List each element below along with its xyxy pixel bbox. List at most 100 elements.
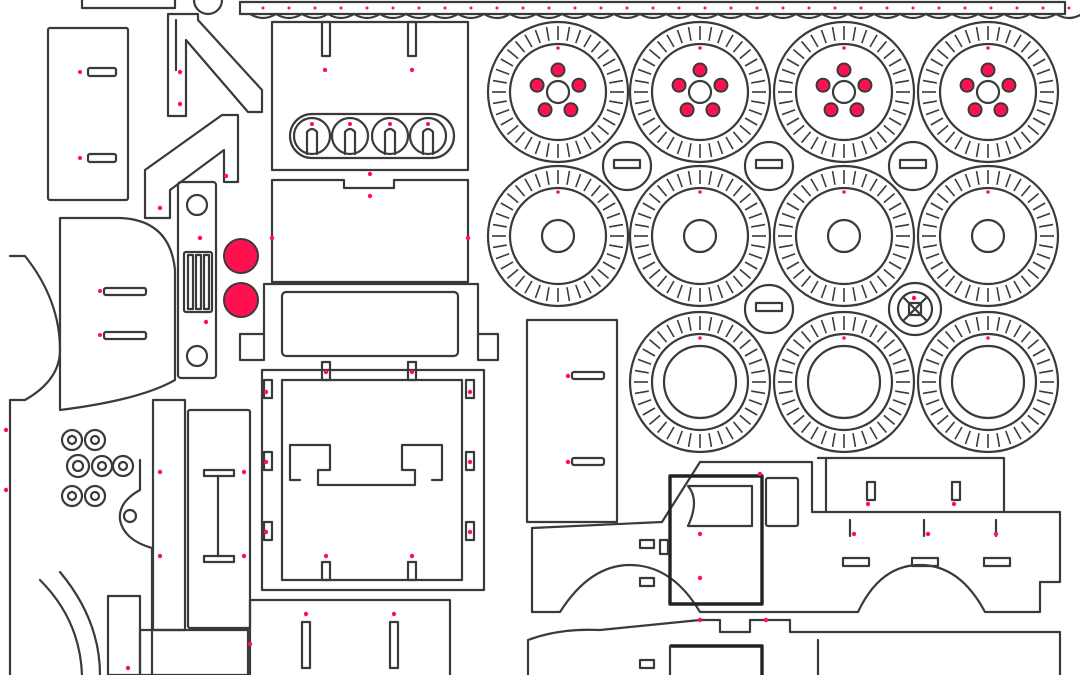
gear-wheel bbox=[628, 164, 772, 308]
left-arc-piece bbox=[8, 254, 102, 675]
truck-cab-side-upper bbox=[530, 456, 1062, 614]
engrave-dot bbox=[697, 575, 703, 581]
strip-tab bbox=[404, 12, 434, 20]
strip-tab bbox=[794, 12, 824, 20]
bolt-hole-icon bbox=[563, 102, 579, 118]
grille-plate bbox=[176, 180, 259, 380]
slanted-frame-top bbox=[166, 12, 264, 118]
headlight-left-icon bbox=[223, 238, 259, 274]
engrave-dot bbox=[367, 193, 373, 199]
engrave-dot bbox=[697, 531, 703, 537]
engrave-dot bbox=[323, 553, 329, 559]
spacer-discs bbox=[601, 140, 939, 335]
engrave-dot bbox=[223, 173, 229, 179]
bolt-hole-icon bbox=[550, 62, 566, 78]
tall-side-plate bbox=[525, 318, 619, 524]
engrave-dot bbox=[323, 369, 329, 375]
gear-wheel bbox=[916, 164, 1060, 308]
engrave-dot bbox=[565, 459, 571, 465]
gear-wheel bbox=[772, 164, 916, 308]
engrave-dot bbox=[263, 389, 269, 395]
strip-tab bbox=[690, 12, 720, 20]
engrave-dot bbox=[241, 469, 247, 475]
engrave-dot bbox=[157, 469, 163, 475]
strip-tab bbox=[326, 12, 356, 20]
bolt-hole-icon bbox=[823, 102, 839, 118]
engrave-dot bbox=[247, 641, 253, 647]
engrave-dot bbox=[157, 553, 163, 559]
headlight-right-icon bbox=[223, 282, 259, 318]
engrave-dot bbox=[565, 373, 571, 379]
engrave-dot bbox=[263, 529, 269, 535]
engrave-dot bbox=[197, 235, 203, 241]
strip-tab bbox=[508, 12, 538, 20]
bolt-hole-icon bbox=[967, 102, 983, 118]
top-left-bracket bbox=[80, 0, 224, 16]
window-frame bbox=[238, 282, 500, 362]
hood-panel bbox=[58, 216, 177, 412]
strip-tab bbox=[482, 12, 512, 20]
cargo-bed-panel bbox=[260, 360, 486, 592]
engrave-dot bbox=[467, 529, 473, 535]
strip-tab bbox=[976, 12, 1006, 20]
bottom-left-block bbox=[106, 594, 250, 675]
bolt-hole-icon bbox=[537, 102, 553, 118]
engrave-dot bbox=[177, 101, 183, 107]
washer-cluster bbox=[60, 428, 135, 508]
cross-hub-disc bbox=[887, 281, 943, 337]
strip-tab bbox=[950, 12, 980, 20]
engine-bore bbox=[408, 116, 448, 156]
strip-tab bbox=[664, 12, 694, 20]
engrave-dot bbox=[757, 471, 763, 477]
axle-frame bbox=[186, 408, 252, 630]
bolt-hole-icon bbox=[959, 77, 975, 93]
engrave-dot bbox=[467, 389, 473, 395]
bolt-hole-icon bbox=[836, 62, 852, 78]
engrave-dot bbox=[203, 319, 209, 325]
engrave-dot bbox=[157, 205, 163, 211]
strip-tab bbox=[560, 12, 590, 20]
engrave-dot bbox=[263, 459, 269, 465]
gear-wheels bbox=[486, 20, 1060, 454]
bolt-hole-icon bbox=[1001, 77, 1017, 93]
bolt-hole-icon bbox=[529, 77, 545, 93]
bottom-side-panel bbox=[248, 598, 452, 675]
strip-tab bbox=[1028, 12, 1058, 20]
strip-tab bbox=[716, 12, 746, 20]
engine-block bbox=[270, 20, 470, 172]
engrave-dot bbox=[951, 501, 957, 507]
strip-tab bbox=[924, 12, 954, 20]
bolt-hole-icon bbox=[980, 62, 996, 78]
strip-tab bbox=[742, 12, 772, 20]
engrave-dot bbox=[303, 611, 309, 617]
gear-wheel bbox=[772, 310, 916, 454]
engrave-dot bbox=[763, 617, 769, 623]
gear-wheel bbox=[628, 20, 772, 164]
engrave-dot bbox=[467, 459, 473, 465]
gear-wheel bbox=[916, 20, 1060, 164]
strip-tab bbox=[534, 12, 564, 20]
engrave-dot bbox=[367, 171, 373, 177]
cab-floor-panel bbox=[269, 178, 471, 284]
engrave-dot bbox=[697, 617, 703, 623]
bolt-hole-icon bbox=[571, 77, 587, 93]
gear-wheel bbox=[486, 20, 630, 164]
engine-bore bbox=[370, 116, 410, 156]
gear-wheel bbox=[628, 310, 772, 454]
strip-tab bbox=[638, 12, 668, 20]
bolt-hole-icon bbox=[705, 102, 721, 118]
bolt-hole-icon bbox=[993, 102, 1009, 118]
engrave-dot bbox=[865, 501, 871, 507]
gear-wheel bbox=[916, 310, 1060, 454]
engrave-dot bbox=[3, 487, 9, 493]
strip-tab bbox=[456, 12, 486, 20]
strip-tab bbox=[586, 12, 616, 20]
strip-tab bbox=[378, 12, 408, 20]
bolt-hole-icon bbox=[713, 77, 729, 93]
engrave-dot bbox=[125, 665, 131, 671]
left-tall-panel bbox=[46, 26, 130, 202]
engrave-dot bbox=[993, 531, 999, 537]
engine-bore bbox=[330, 116, 370, 156]
truck-cab-side-lower bbox=[526, 618, 1062, 675]
